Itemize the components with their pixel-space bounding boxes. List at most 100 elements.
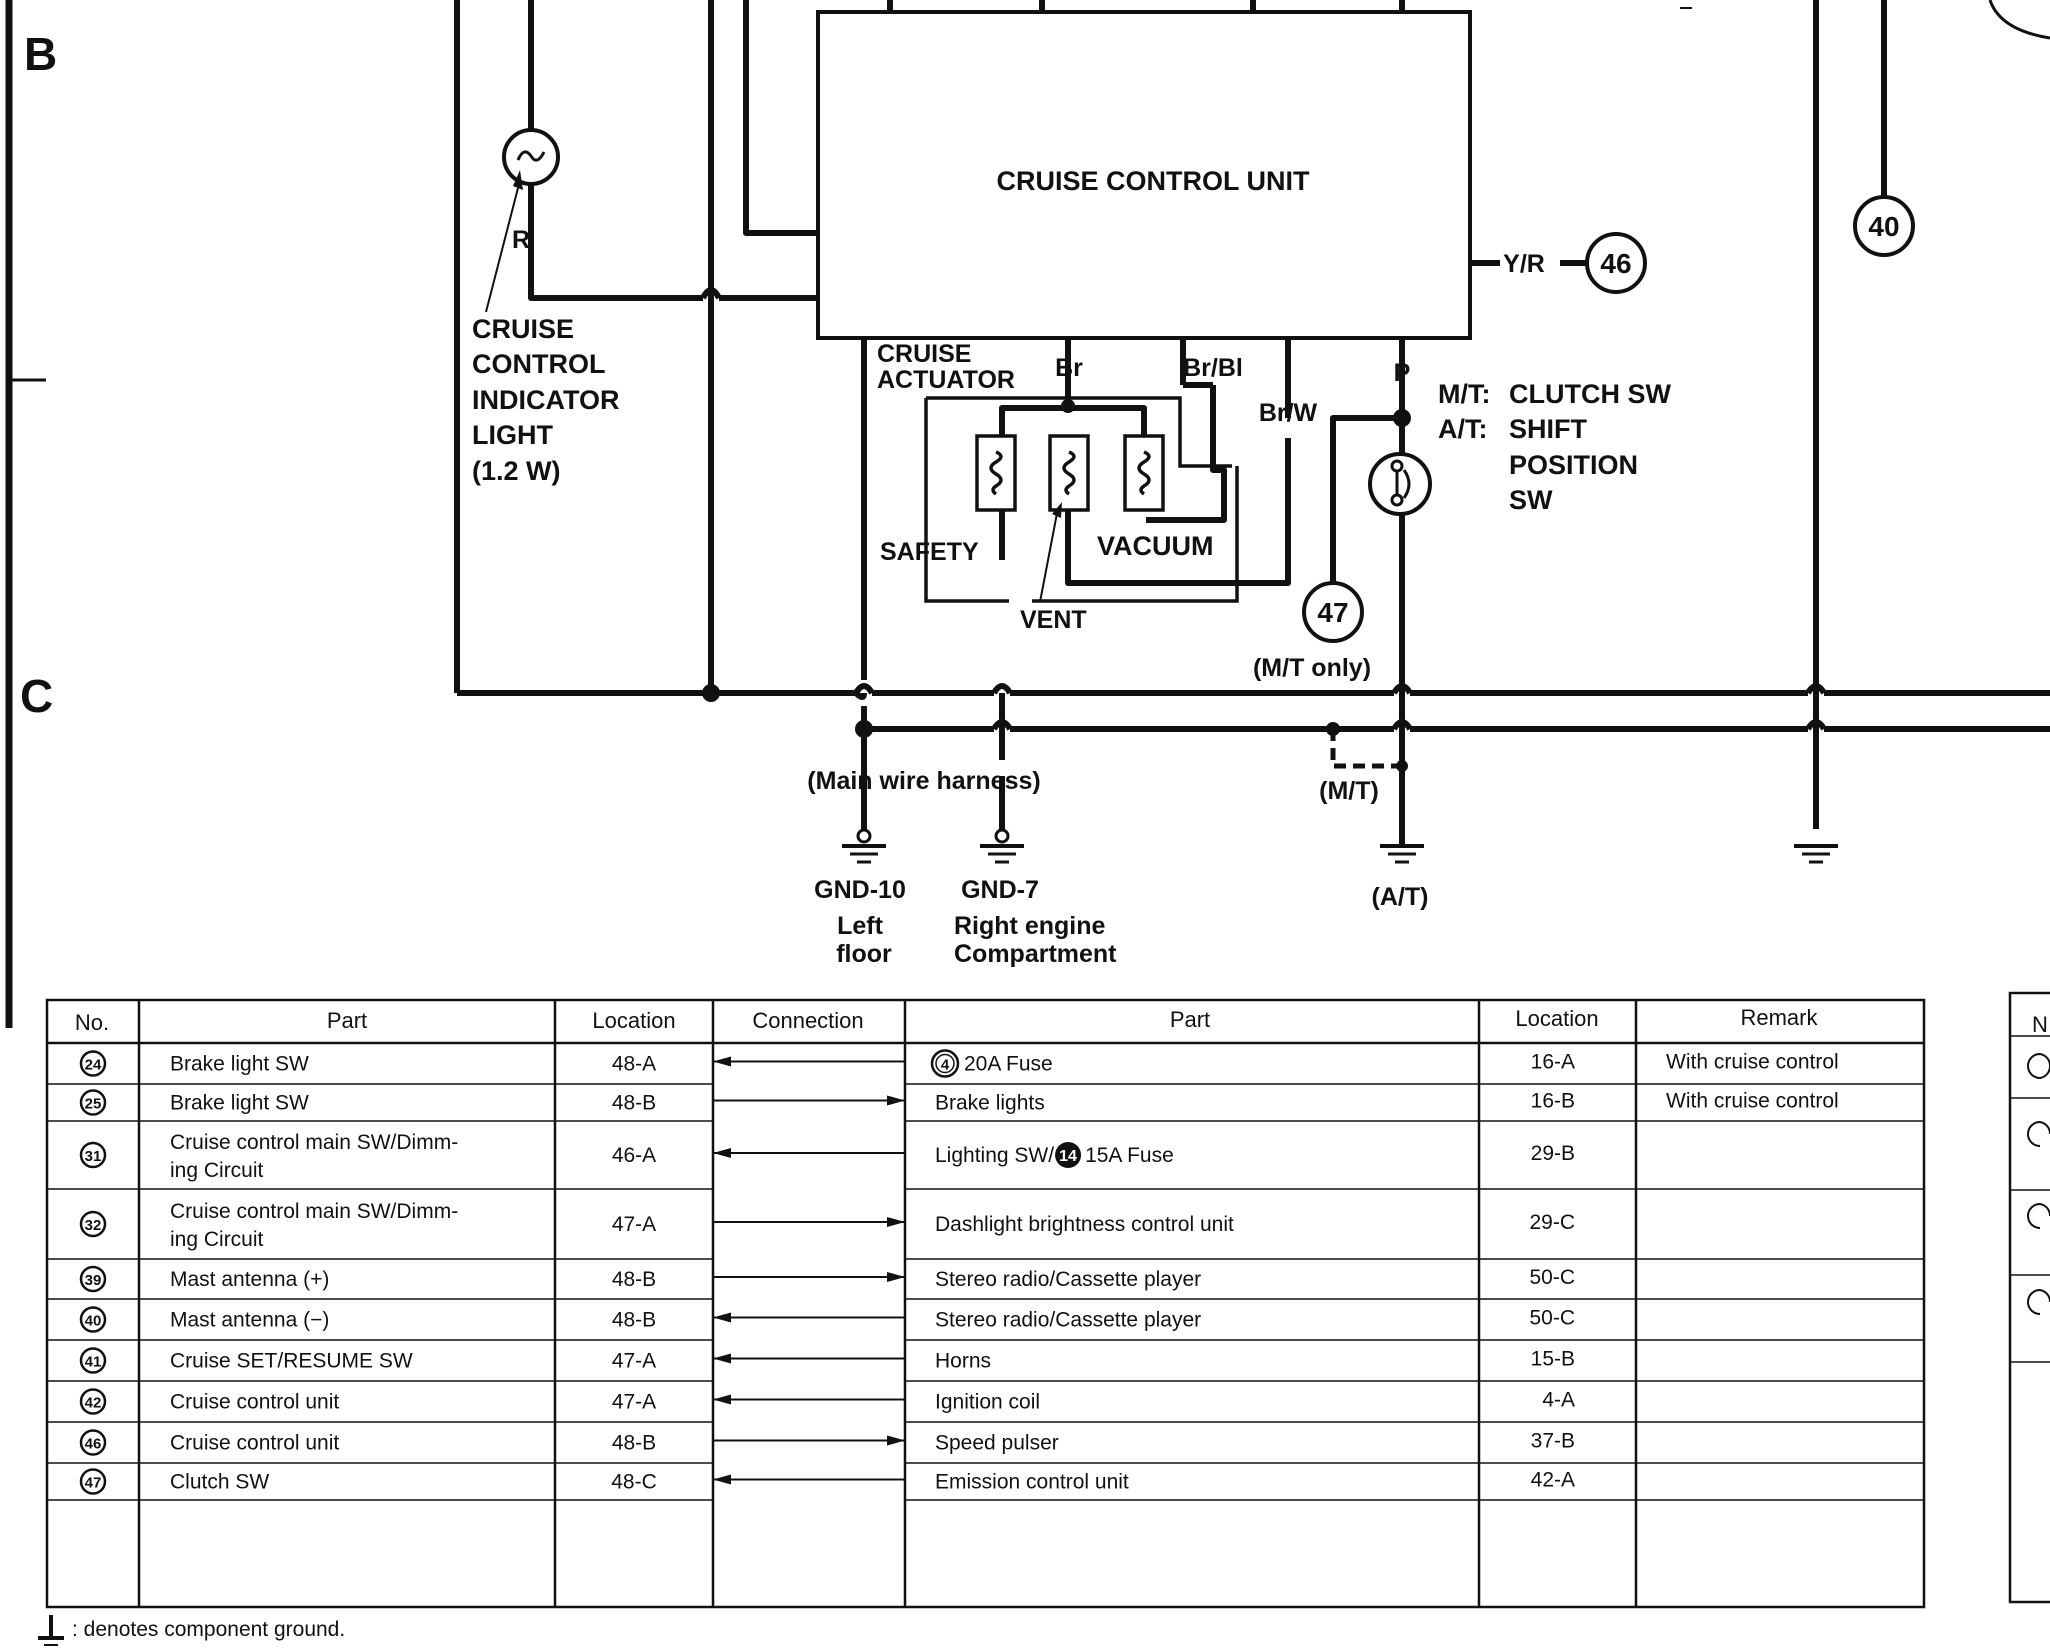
header-location: Location	[592, 1008, 675, 1033]
row-location: 46-A	[612, 1144, 656, 1167]
connector-40-label: 40	[1868, 211, 1899, 242]
at-label: (A/T)	[1372, 883, 1429, 911]
connection-arrow-left	[713, 1056, 905, 1067]
header-remark: Remark	[1740, 1005, 1818, 1030]
connection-arrow-right	[713, 1095, 905, 1106]
ground-gnd10: GND-10 Left floor	[814, 828, 906, 968]
row-location: 48-B	[612, 1432, 656, 1455]
gnd7-name: GND-7	[961, 876, 1039, 904]
ground-right	[1794, 844, 1838, 864]
footnote: : denotes component ground.	[38, 1615, 345, 1646]
row-to-part: 20A Fuse	[964, 1053, 1053, 1076]
connector-number-badge: 41	[79, 1347, 107, 1374]
mt-only-label: (M/T only)	[1253, 654, 1371, 682]
row-to-part: Stereo radio/Cassette player	[935, 1268, 1201, 1291]
row-to-location: 4-A	[1542, 1389, 1575, 1412]
safety-label: SAFETY	[880, 538, 979, 566]
row-part-line: Clutch SW	[170, 1471, 269, 1494]
connector-47-label: 47	[1317, 597, 1348, 628]
vacuum-solenoid	[1123, 434, 1165, 512]
connection-arrow-right	[713, 1435, 905, 1446]
row-location: 48-B	[612, 1268, 656, 1291]
row-to-location: 42-A	[1531, 1469, 1575, 1492]
fuse-number-badge: 14	[1055, 1142, 1082, 1168]
connector-number-badge: 24	[79, 1050, 107, 1077]
connector-number-badge: 40	[79, 1306, 107, 1333]
connector-47: 47 (M/T only)	[1253, 581, 1371, 682]
fuse-number: 14	[1059, 1148, 1077, 1165]
fuse-number: 4	[941, 1057, 950, 1074]
wire-label-p: P	[1394, 359, 1411, 387]
partial-component-arc	[1988, 0, 2050, 40]
indicator-label-line2: CONTROL	[472, 349, 605, 379]
component-ground-icon	[38, 1615, 64, 1646]
table-row: 47 Clutch SW 48-C Emission control unit 42-A	[79, 1468, 1575, 1495]
connection-arrow-right	[713, 1272, 905, 1282]
header-to-part: Part	[1170, 1007, 1210, 1032]
row-part-line: Brake light SW	[170, 1053, 309, 1076]
footnote-text: : denotes component ground.	[72, 1618, 345, 1641]
gnd10-line1: Left	[837, 912, 884, 940]
row-location: 47-A	[612, 1350, 656, 1373]
row-location: 47-A	[612, 1391, 656, 1414]
header-to-location: Location	[1515, 1006, 1598, 1031]
row-part-line: Brake light SW	[170, 1092, 309, 1115]
header-part: Part	[327, 1008, 367, 1033]
row-to-location: 29-B	[1531, 1142, 1575, 1165]
main-harness-label: (Main wire harness)	[807, 767, 1040, 795]
row-number: 32	[85, 1217, 102, 1234]
row-to-part: Emission control unit	[935, 1471, 1129, 1494]
at-label-line2: POSITION	[1509, 450, 1638, 480]
row-remark: With cruise control	[1666, 1090, 1839, 1113]
header-connection: Connection	[752, 1008, 863, 1033]
row-number: 42	[85, 1395, 102, 1412]
row-part-line: Cruise control main SW/Dimm-	[170, 1200, 458, 1223]
row-to-part: 15A Fuse	[1085, 1144, 1174, 1167]
wiring-lines	[454, 0, 2050, 844]
connection-arrow-left	[713, 1474, 905, 1485]
wire-label-brw: Br/W	[1259, 399, 1318, 427]
row-part-line: ing Circuit	[170, 1228, 264, 1251]
header-no: No.	[75, 1010, 109, 1035]
row-part-line: Mast antenna (+)	[170, 1268, 329, 1291]
connection-arrow-right	[713, 1217, 905, 1227]
mt-clutch-label: CLUTCH SW	[1509, 379, 1671, 409]
zone-label-b: B	[24, 28, 57, 80]
cruise-control-unit: CRUISE CONTROL UNIT	[816, 0, 1472, 350]
gnd10-line2: floor	[836, 940, 892, 968]
zone-marker-b: B	[24, 28, 57, 80]
wire-label-r: R	[512, 226, 530, 254]
cruise-indicator-light: R CRUISE CONTROL INDICATOR LIGHT (1.2 W)	[472, 128, 620, 486]
fuse-number-badge: 4	[930, 1049, 960, 1078]
zone-label-c: C	[20, 670, 53, 722]
connection-arrow-left	[713, 1148, 905, 1158]
table-row: 39 Mast antenna (+) 48-B Stereo radio/Casse…	[79, 1265, 1575, 1293]
connector-40: 40	[1853, 195, 1915, 257]
at-label-line1: SHIFT	[1509, 414, 1588, 444]
row-number: 46	[85, 1436, 102, 1453]
zone-marker-c: C	[20, 670, 53, 722]
connector-number-badge: 47	[79, 1468, 107, 1495]
row-to-location: 50-C	[1529, 1266, 1575, 1289]
unit-label: CRUISE CONTROL UNIT	[996, 166, 1310, 196]
row-location: 48-C	[611, 1471, 657, 1494]
mt-label: (M/T)	[1319, 777, 1379, 805]
row-remark: With cruise control	[1666, 1051, 1839, 1074]
safety-solenoid	[975, 434, 1017, 560]
row-to-location: 16-B	[1531, 1090, 1575, 1113]
row-to-location: 29-C	[1529, 1211, 1575, 1234]
row-to-part: Brake lights	[935, 1092, 1045, 1115]
connector-table: No. Part Location Connection Part Locati…	[45, 998, 1926, 1609]
indicator-label-line3: INDICATOR	[472, 385, 620, 415]
connector-number-badge: 25	[79, 1089, 107, 1116]
at-prefix: A/T:	[1438, 414, 1488, 444]
row-part-line: Cruise control unit	[170, 1391, 339, 1414]
row-to-part: Horns	[935, 1350, 991, 1373]
at-label-line3: SW	[1509, 485, 1553, 515]
wire-label-yr: Y/R	[1503, 250, 1545, 278]
connector-number-badge: 39	[79, 1265, 107, 1293]
row-to-part: Stereo radio/Cassette player	[935, 1309, 1201, 1332]
